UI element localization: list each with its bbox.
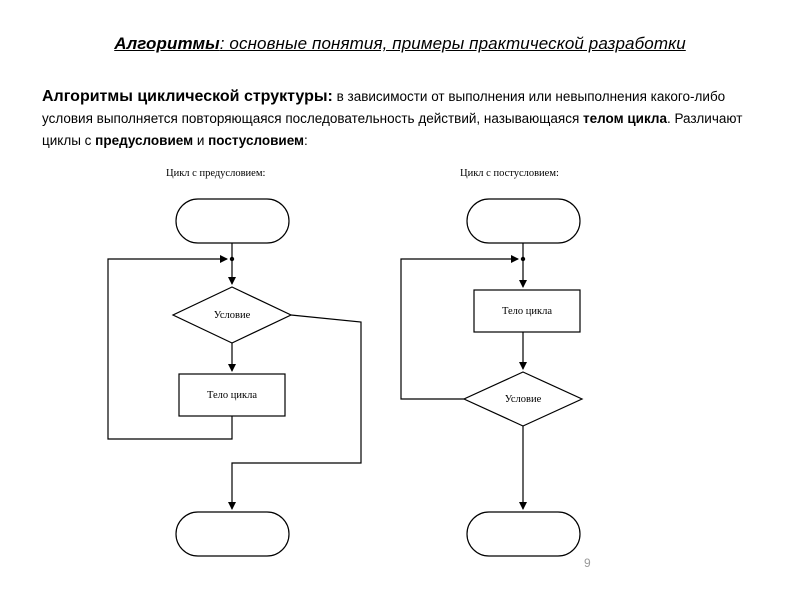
flowchart-postcondition: Цикл с постусловием: Тело цикла Условие — [400, 168, 584, 557]
loop-body-label-left: Тело цикла — [207, 390, 257, 401]
page-number: 9 — [584, 556, 591, 570]
intro-text-3: и — [193, 133, 209, 148]
end-terminal-right — [466, 511, 581, 557]
condition-label-left: Условие — [214, 310, 251, 321]
loop-back-line-left — [107, 255, 233, 440]
intro-text-1: в зависимости от выполнения или невыполн… — [42, 89, 726, 126]
title-strong: Алгоритмы — [114, 34, 220, 53]
intro-heading: Алгоритмы циклической структуры: — [42, 88, 333, 105]
loop-body-box-right — [473, 289, 581, 333]
intro-paragraph: Алгоритмы циклической структуры: в завис… — [42, 86, 772, 152]
intro-term-loop-body: телом цикла — [583, 111, 667, 126]
intro-text-4: : — [304, 133, 308, 148]
flowchart-precondition: Цикл с предусловием: Условие Тело цикла — [107, 168, 362, 557]
caption-precondition: Цикл с предусловием: — [166, 168, 265, 179]
junction-point-right — [520, 256, 526, 262]
intro-text-2: . Различают циклы с — [42, 111, 743, 148]
start-terminal-right — [466, 198, 581, 244]
start-terminal-left — [175, 198, 290, 244]
end-terminal-left — [175, 511, 290, 557]
intro-term-precondition: предусловием — [95, 133, 194, 148]
condition-label-right: Условие — [505, 394, 542, 405]
page-title: Алгоритмы: основные понятия, примеры пра… — [0, 34, 800, 54]
caption-postcondition: Цикл с постусловием: — [460, 168, 559, 179]
title-rest: : основные понятия, примеры практической… — [219, 34, 686, 53]
junction-point-left — [229, 256, 235, 262]
loop-back-line-right — [400, 255, 519, 400]
intro-term-postcondition: постусловием — [208, 133, 305, 148]
loop-body-label-right: Тело цикла — [502, 306, 552, 317]
exit-line-left — [228, 314, 362, 510]
